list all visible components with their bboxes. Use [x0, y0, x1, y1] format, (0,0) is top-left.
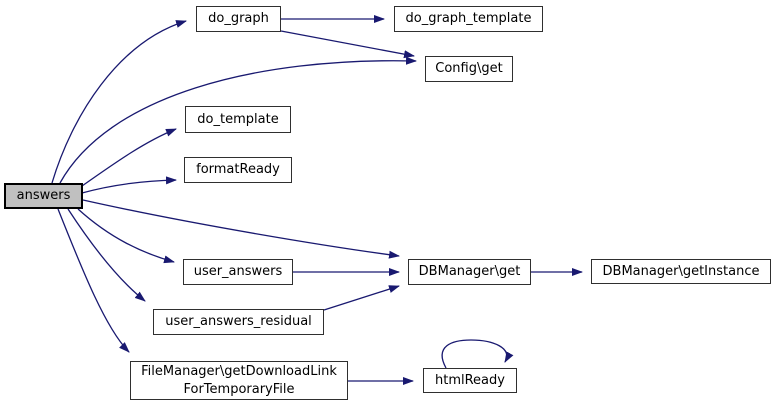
node-user-answers-residual-label: user_answers_residual [165, 314, 312, 329]
node-user-answers[interactable]: user_answers [183, 259, 293, 285]
node-dbmanager-get[interactable]: DBManager\get [408, 259, 531, 285]
node-dbmanager-getinstance-label: DBManager\getInstance [602, 263, 760, 279]
edge-htmlready-self-loop [441, 339, 514, 369]
edge-answers-do_template [81, 128, 177, 187]
node-do-graph-template-label: do_graph_template [405, 11, 532, 26]
node-filemanager-getdownloadlink[interactable]: FileManager\getDownloadLink ForTemporary… [130, 361, 348, 400]
edge-answers-user_answers [77, 208, 175, 264]
edge-user_answers_residual-dbmanager_get [323, 285, 400, 311]
edge-answers-user_answers_residual [67, 208, 146, 302]
node-answers-label: answers [16, 188, 71, 203]
node-answers[interactable]: answers [4, 183, 83, 209]
node-format-ready[interactable]: formatReady [184, 157, 292, 183]
edge-answers-filemanager [57, 208, 130, 353]
node-htmlready-label: htmlReady [435, 372, 505, 388]
node-user-answers-residual[interactable]: user_answers_residual [153, 309, 324, 335]
node-do-template-label: do_template [197, 111, 279, 127]
node-format-ready-label: formatReady [196, 162, 280, 177]
node-config-get[interactable]: Config\get [425, 56, 513, 82]
edge-answers-dbmanager_get [82, 199, 400, 259]
edge-do_graph-config_get [280, 30, 415, 59]
node-htmlready[interactable]: htmlReady [423, 368, 517, 393]
node-filemanager-getdownloadlink-label: FileManager\getDownloadLink ForTemporary… [141, 363, 337, 397]
node-dbmanager-get-label: DBManager\get [418, 264, 521, 279]
node-do-graph[interactable]: do_graph [196, 6, 281, 32]
node-dbmanager-getinstance[interactable]: DBManager\getInstance [591, 259, 771, 284]
node-do-template[interactable]: do_template [185, 106, 291, 133]
node-config-get-label: Config\get [435, 61, 503, 76]
edge-answers-format_ready [81, 176, 177, 194]
edge-answers-do_graph [51, 20, 187, 184]
node-do-graph-label: do_graph [208, 11, 269, 26]
edge-answers-config_get [59, 56, 417, 184]
node-do-graph-template[interactable]: do_graph_template [394, 6, 543, 32]
node-user-answers-label: user_answers [193, 264, 283, 279]
